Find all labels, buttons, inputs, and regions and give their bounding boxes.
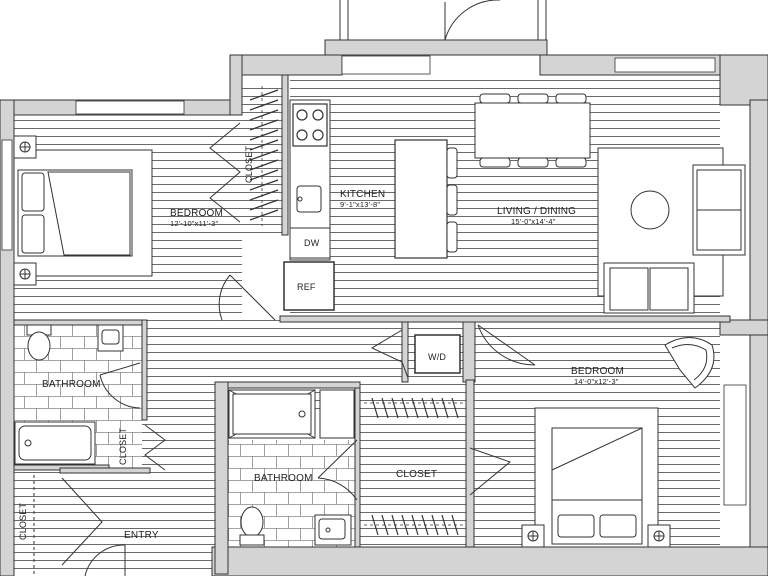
refrigerator	[283, 261, 335, 311]
washer-dryer	[414, 334, 461, 374]
door-bedroom-2[interactable]	[477, 324, 536, 366]
armchair	[664, 337, 715, 389]
living-dining-dims: 15'-0"x14'-4"	[511, 217, 556, 226]
wall-kitchen-bottom	[279, 315, 731, 323]
bedroom-1-label: BEDROOM	[170, 208, 223, 219]
loveseat	[603, 262, 695, 314]
stove-cooktop	[292, 103, 328, 147]
walls	[0, 39, 768, 576]
dishwasher	[289, 227, 331, 259]
bed-bedroom-2	[521, 407, 671, 548]
wall-closet-bedroom-1	[281, 74, 289, 236]
toilet-bathroom-1	[26, 324, 52, 361]
wall-exterior-bottom	[211, 546, 768, 576]
floor-hall-left	[145, 410, 220, 470]
closet-hangers-bedroom-1	[249, 86, 279, 226]
kitchen-island	[394, 139, 448, 259]
vanity-bathroom-1	[97, 324, 124, 352]
bedroom-2-label: BEDROOM	[571, 366, 624, 377]
closet-bath-label: CLOSET	[118, 427, 128, 465]
wall-exterior-kitchen-top	[229, 54, 343, 76]
sofa	[692, 164, 746, 256]
closet-entry-label: CLOSET	[18, 502, 28, 540]
floor-entry	[14, 470, 229, 576]
floor-closet-bedroom-1	[240, 85, 282, 235]
door-wd[interactable]	[370, 329, 409, 379]
refrigerator-label: REF	[297, 282, 316, 292]
wall-exterior-right	[749, 99, 768, 576]
bed-bedroom-1	[13, 135, 153, 286]
wall-closet-walkin-right	[465, 379, 475, 548]
bathroom-1-label: BATHROOM	[42, 379, 101, 390]
bar-stools	[446, 147, 458, 253]
dishwasher-label: DW	[304, 238, 320, 248]
shower	[228, 389, 316, 439]
kitchen-sink	[296, 185, 322, 213]
wall-wd-left	[401, 321, 409, 383]
coffee-table	[630, 190, 670, 230]
wall-closet-bath1-bottom	[59, 467, 151, 474]
dining-table	[474, 93, 591, 168]
wall-bath2-left	[214, 381, 229, 575]
window-bedroom-1	[75, 100, 185, 115]
wall-exterior-right-upper	[719, 54, 768, 106]
wall-bath1-right	[141, 319, 148, 421]
door-entry-closet[interactable]	[61, 477, 103, 566]
linen-cabinet	[319, 389, 355, 439]
door-bedroom-1[interactable]	[218, 274, 276, 321]
wall-bath2-right	[354, 387, 361, 548]
wall-exterior-kitchen-left	[229, 54, 243, 116]
wall-exterior-top-bump	[324, 39, 548, 56]
bedroom-1-dims: 12'-10"x11'-3"	[170, 219, 219, 228]
door-entry[interactable]	[84, 544, 126, 576]
door-walkin-closet[interactable]	[469, 447, 512, 496]
window-living-right	[614, 57, 716, 73]
closet-doors-bath[interactable]	[144, 424, 166, 471]
wall-exterior-right-step	[719, 319, 768, 336]
washer-dryer-label: W/D	[428, 352, 446, 362]
wall-bedroom1-bottom	[13, 319, 146, 326]
door-bathroom-2[interactable]	[317, 439, 358, 501]
windows	[1, 55, 747, 506]
entry-label: ENTRY	[124, 530, 159, 541]
toilet-bathroom-2	[239, 506, 265, 546]
door-bathroom-1[interactable]	[99, 362, 141, 409]
window-left	[1, 139, 13, 251]
bathtub	[14, 421, 96, 465]
floor-walkin-closet	[360, 390, 470, 547]
closet-doors-bedroom-1[interactable]	[209, 122, 241, 223]
closet-walkin-label: CLOSET	[396, 469, 437, 480]
living-dining-label: LIVING / DINING	[497, 206, 576, 217]
bedroom-2-dims: 14'-0"x12'-3"	[574, 377, 619, 386]
window-living-left	[341, 55, 431, 75]
bathroom-2-label: BATHROOM	[254, 473, 313, 484]
window-bedroom-2	[723, 384, 747, 506]
kitchen-dims: 9'-1"x13'-8"	[340, 200, 380, 209]
closet-hangers-walkin	[364, 397, 464, 536]
wall-bath2-top	[214, 381, 361, 389]
wall-wd-right	[462, 321, 476, 383]
balcony-door[interactable]	[339, 0, 547, 41]
vanity-bathroom-2	[314, 514, 352, 546]
kitchen-label: KITCHEN	[340, 189, 385, 200]
closet-bedroom-1-label: CLOSET	[244, 145, 254, 183]
